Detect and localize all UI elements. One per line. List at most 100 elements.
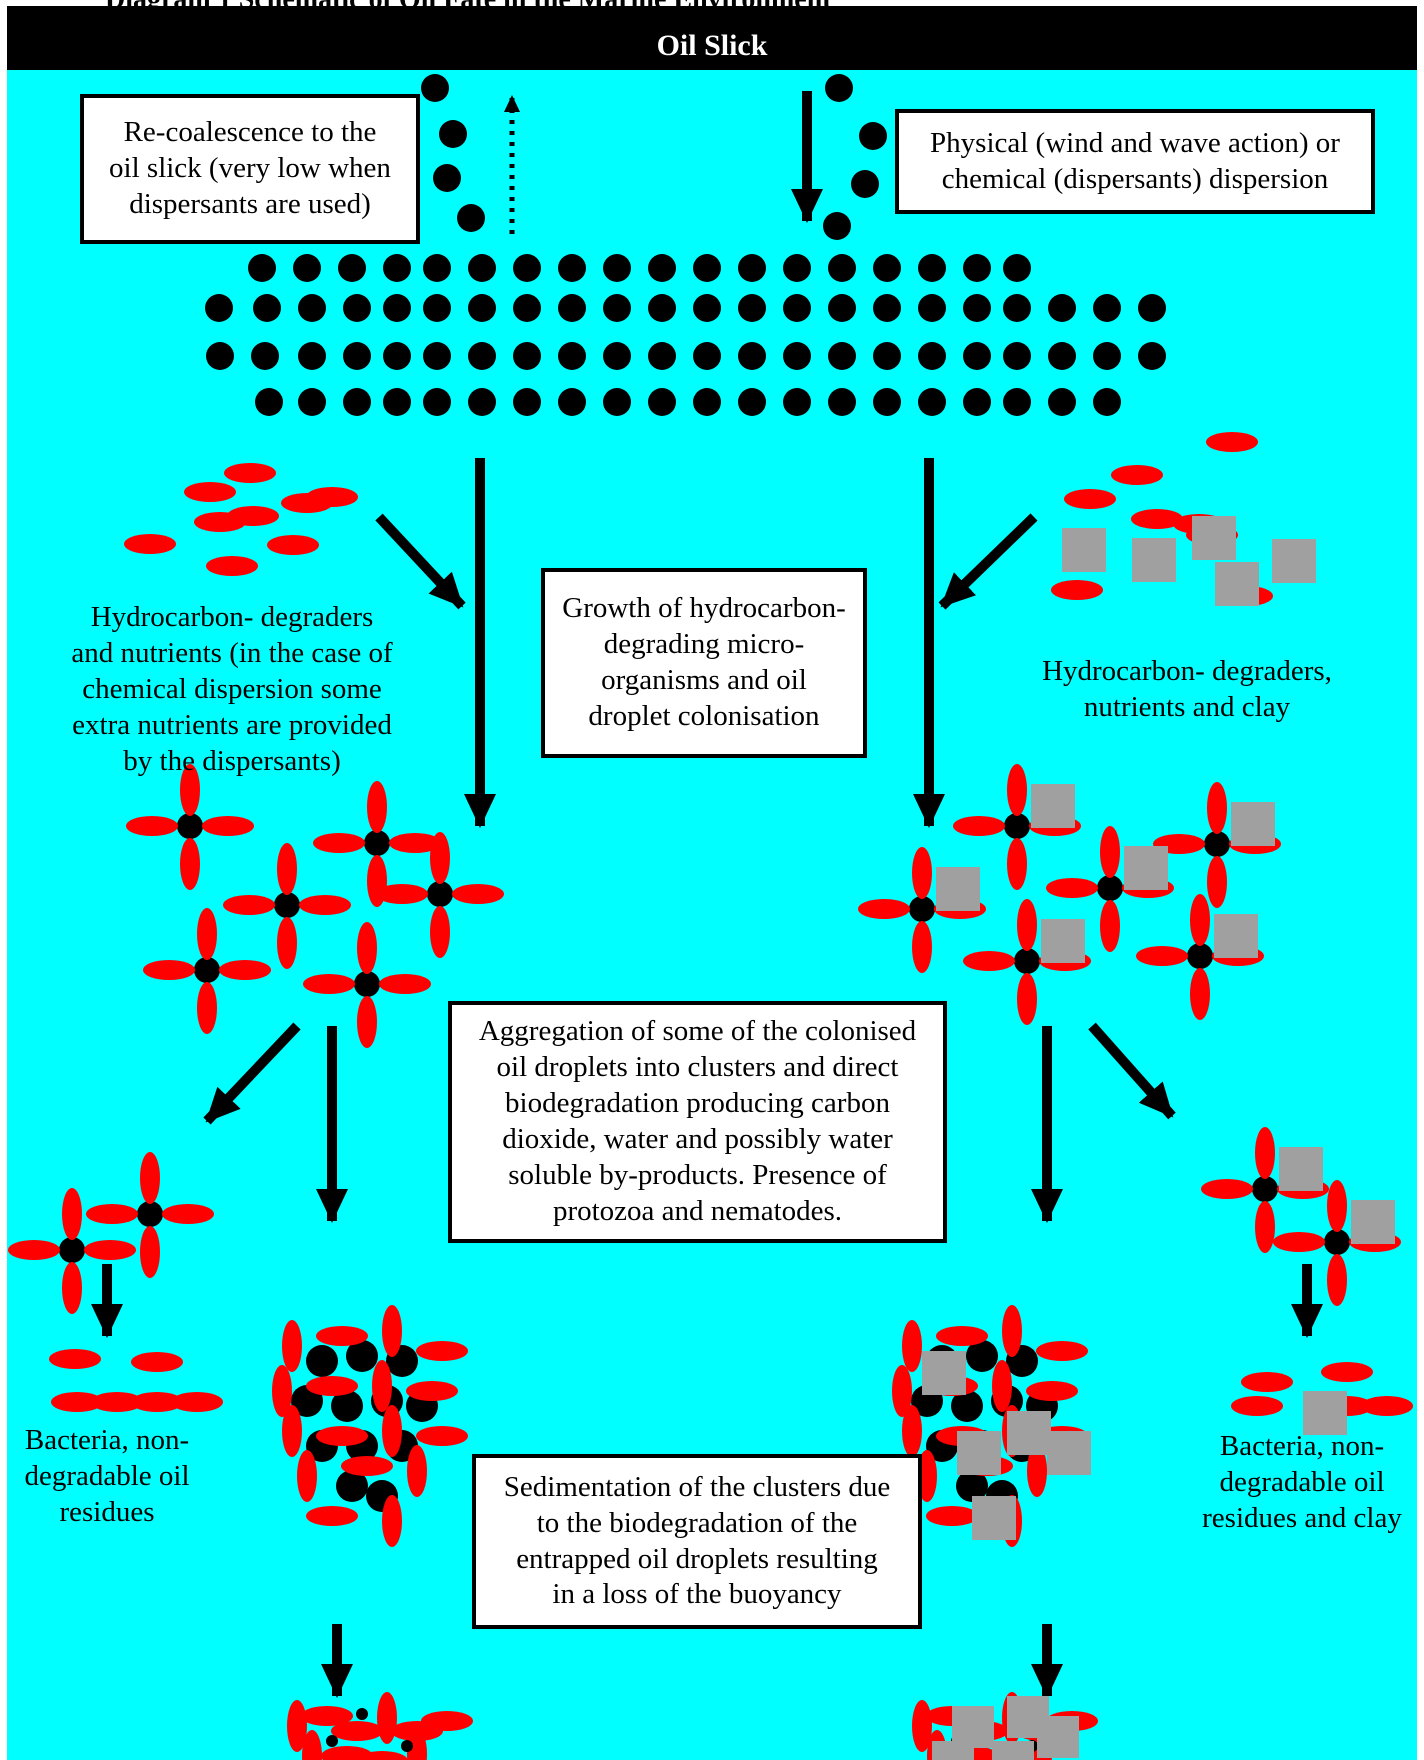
residues-clay-label-right: Bacteria, non- degradable oil residues a… [1202,1430,1402,1534]
oil-droplet [828,254,856,282]
oil-droplet [343,342,371,370]
oil-droplet [918,388,946,416]
clay-particle [1037,1716,1079,1758]
oil-droplet [1003,294,1031,322]
bacterium [1190,894,1210,946]
oil-droplet [255,388,283,416]
oil-droplet [648,254,676,282]
bacterium [180,764,200,816]
oil-droplet [558,294,586,322]
oil-droplet [513,342,541,370]
oil-droplet [918,254,946,282]
oil-droplet [338,254,366,282]
bacterium [406,1381,458,1401]
oil-droplet [1097,875,1123,901]
oil-droplet [421,74,449,102]
dispersion-box: Physical (wind and wave action) or chemi… [895,109,1375,214]
oil-droplet [274,892,300,918]
oil-droplet [603,388,631,416]
oil-droplet [433,164,461,192]
oil-droplet [1048,294,1076,322]
bacterium [126,816,178,836]
oil-droplet [783,342,811,370]
bacterium [140,1152,160,1204]
clay-particle [1031,784,1075,828]
bacterium [917,1450,937,1502]
oil-droplet [873,388,901,416]
oil-droplet [468,294,496,322]
oil-droplet [648,294,676,322]
residues-label-left: Bacteria, non- degradable oil residues [24,1424,190,1528]
bacterium [992,1360,1012,1412]
aggregation-box: Aggregation of some of the colonised oil… [448,1001,947,1243]
bacterium [306,1376,358,1396]
bacterium [1007,764,1027,816]
bacterium [302,1730,322,1760]
bacterium [858,899,910,919]
bacterium [416,1426,468,1446]
oil-droplet [783,294,811,322]
bacterium [131,1392,183,1412]
bacterium [379,974,431,994]
oil-droplet [293,254,321,282]
oil-droplet [439,120,467,148]
oil-droplet [336,1470,368,1502]
bacterium [197,908,217,960]
oil-droplet [828,388,856,416]
bacterium [131,1352,183,1372]
bacterium [1201,1179,1253,1199]
bacterium [926,1506,978,1526]
bacterium [1100,900,1120,952]
oil-droplet [343,294,371,322]
bacterium [316,1426,368,1446]
clay-particle [957,1431,1001,1475]
bacterium [49,1349,101,1369]
bacterium [1255,1201,1275,1253]
bacterium [1327,1254,1347,1306]
oil-droplet [59,1237,85,1263]
oil-droplet [963,254,991,282]
oil-droplet [951,1390,983,1422]
bacterium [912,1700,932,1752]
bacterium [1136,946,1188,966]
bacterium [140,1226,160,1278]
bacterium [377,1692,397,1744]
oil-droplet [298,342,326,370]
oil-droplet [364,830,390,856]
bacterium [1241,1372,1293,1392]
oil-droplet [603,294,631,322]
bacterium [301,1706,353,1726]
bacterium [1255,1127,1275,1179]
oil-droplet [693,254,721,282]
bacterium [223,895,275,915]
bacterium [86,1204,138,1224]
process-arrows [91,91,1324,1698]
bacterium [1131,509,1183,529]
bacterium [357,996,377,1048]
oil-droplet [468,388,496,416]
oil-droplet [306,1345,338,1377]
bacterium [936,1326,988,1346]
oil-droplet [851,170,879,198]
bacterium [1027,1445,1047,1497]
bacterium [219,960,271,980]
bacterium [162,1204,214,1224]
oil-droplet [873,342,901,370]
oil-droplet [331,1390,363,1422]
oil-droplet [1138,294,1166,322]
oil-droplet [1138,342,1166,370]
oil-droplet [1003,388,1031,416]
clay-particle [1132,538,1176,582]
oil-droplet [738,342,766,370]
bacterium [171,1392,223,1412]
bacterium [62,1188,82,1240]
bacterium [1207,782,1227,834]
bacterium [277,917,297,969]
oil-droplet [298,388,326,416]
bacterium [1064,489,1116,509]
oil-slick-header: Oil Slick [7,6,1417,70]
oil-droplet [1187,943,1213,969]
oil-droplet [648,342,676,370]
bacterium [416,1341,468,1361]
process-arrow [203,1022,301,1125]
